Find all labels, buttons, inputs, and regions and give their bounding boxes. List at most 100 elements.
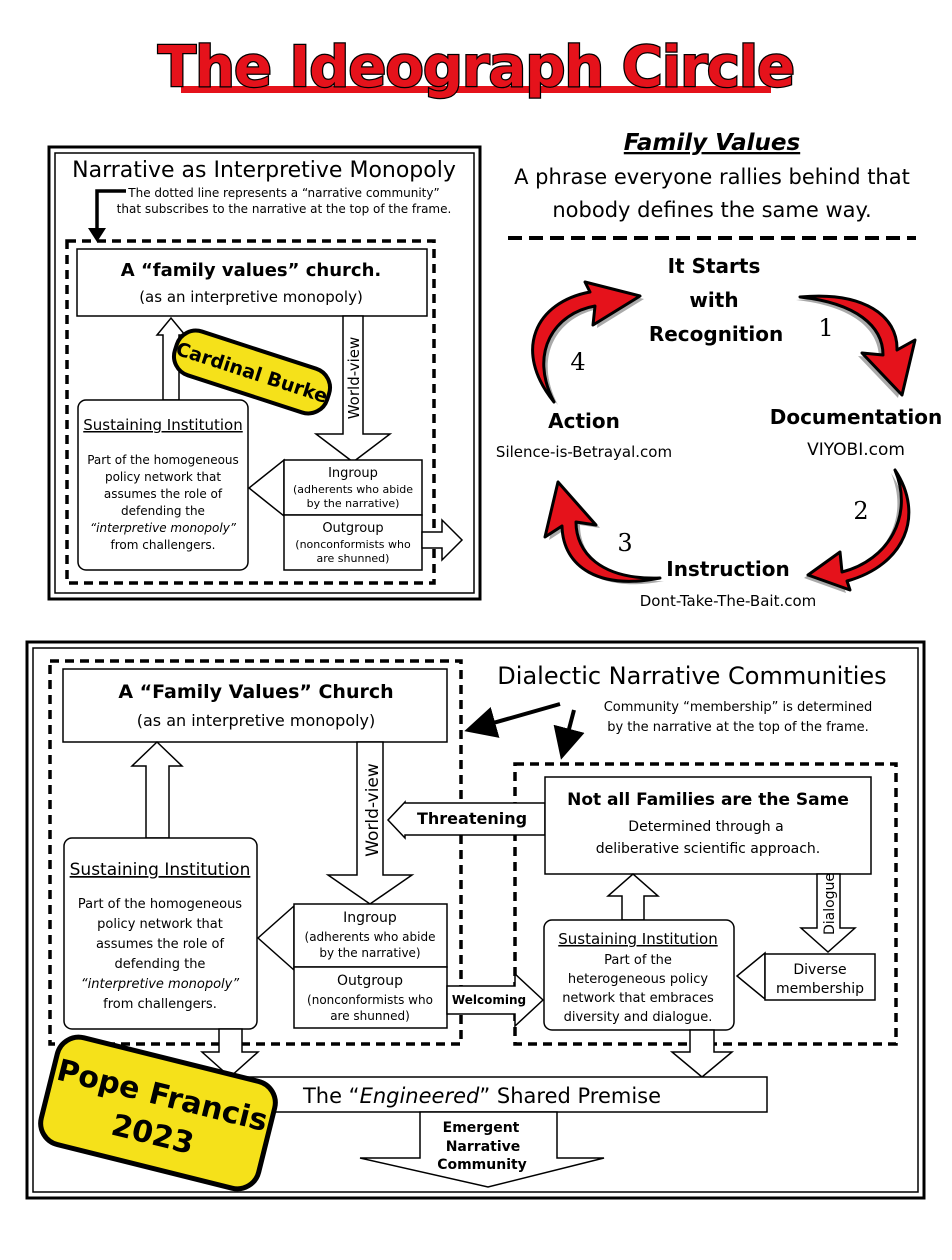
cycle-center-line: It Starts (668, 254, 761, 278)
worldview-label: World-view (345, 337, 363, 420)
cycle-arrow-1 (796, 294, 917, 398)
ingroup-line: by the narrative) (307, 497, 400, 510)
cycle-step-number: 3 (617, 529, 632, 557)
premise-pre: The “ (302, 1084, 360, 1108)
church-subtitle: (as an interpretive monopoly) (139, 288, 363, 306)
family-values-line2: nobody defines the same way. (552, 198, 871, 222)
pope-francis-badge: Pope Francis 2023 (38, 1034, 278, 1192)
church-subtitle: (as an interpretive monopoly) (137, 711, 376, 730)
poster-title: The Ideograph Circle (157, 34, 797, 102)
ingroup-line: (adherents who abide (305, 930, 436, 944)
badge-shape (38, 1034, 278, 1192)
worldview-down-arrow (313, 315, 393, 463)
monopoly-community-boundary (48, 659, 463, 1046)
cycle-step-number: 4 (570, 348, 585, 376)
cycle-step-number: 2 (853, 497, 868, 525)
family-values-section: Family Values A phrase everyone rallies … (508, 130, 916, 240)
sustaining-line: from challengers. (111, 538, 216, 552)
sustaining2-line: heterogeneous policy (568, 972, 709, 987)
sustaining-line: policy network that (105, 470, 221, 484)
arrow-shape (798, 294, 917, 397)
membership-pointer-left (464, 702, 561, 738)
note-pointer-arrowhead (88, 228, 106, 242)
cycle-center-line: Recognition (649, 322, 783, 346)
sustaining2-line: network that embraces (562, 991, 714, 1006)
cycle-step-label: Action (548, 409, 620, 433)
arrow-shape (531, 280, 642, 404)
emergent-line: Community (437, 1157, 527, 1173)
premise-down-arrow-left (200, 1028, 260, 1079)
not-all-families-line1: Determined through a (628, 819, 783, 835)
sustaining-title: Sustaining Institution (70, 860, 251, 880)
premise-emphasis: Engineered (360, 1084, 480, 1108)
dialectic-panel: Dialectic Narrative Communities Communit… (25, 640, 926, 1200)
not-all-families-box (544, 776, 872, 875)
membership-left-arrow (735, 951, 766, 1001)
dialectic-frame-outer (25, 640, 926, 1200)
sustaining-line: “interpretive monopoly” (81, 977, 239, 992)
ingroup-title: Ingroup (328, 466, 378, 481)
emergent-line: Emergent (443, 1120, 520, 1136)
diverse-membership-box (764, 953, 876, 1001)
sustaining-line: policy network that (97, 917, 223, 932)
emergent-line: Narrative (446, 1139, 521, 1155)
monopoly-frame-inner (54, 152, 475, 594)
shun-right-arrow (421, 518, 464, 562)
sustaining-line: defending the (121, 504, 205, 518)
sustaining2-line: Part of the (604, 953, 672, 968)
not-all-families-title: Not all Families are the Same (567, 790, 849, 810)
dialectic-title: Dialectic Narrative Communities (497, 662, 886, 690)
outgroup-line: (nonconformists who (295, 538, 411, 551)
monopoly-note-line2: that subscribes to the narrative at the … (117, 202, 452, 216)
title-underline (181, 86, 771, 93)
worldview-down-arrow (325, 741, 415, 905)
outgroup-line: are shunned) (317, 552, 390, 565)
badge-shape (172, 328, 332, 416)
church-box (62, 668, 448, 743)
dialectic-note-line2: by the narrative at the top of the frame… (607, 720, 869, 735)
cycle-arrow-2 (804, 468, 911, 593)
cycle-step-site: Silence-is-Betrayal.com (496, 443, 672, 461)
membership-pointer-down (553, 709, 585, 760)
support-up-arrow (130, 740, 184, 839)
sustaining2-line: diversity and dialogue. (564, 1010, 713, 1025)
premise-post: ” Shared Premise (479, 1084, 661, 1108)
church-box (76, 248, 428, 317)
ingroup-line: (adherents who abide (293, 483, 413, 496)
family-values-heading: Family Values (624, 130, 800, 156)
cycle-arrow-4 (531, 280, 644, 405)
outgroup-box (293, 966, 448, 1029)
cycle-step-label: Instruction (666, 557, 790, 581)
arrow-shape (806, 468, 911, 592)
cycle-center-line: with (689, 288, 738, 312)
monopoly-panel: Narrative as Interpretive Monopoly The d… (47, 145, 482, 601)
sustaining-line: Part of the homogeneous (78, 897, 242, 912)
outgroup-title: Outgroup (337, 973, 403, 989)
sustaining-line: assumes the role of (96, 937, 224, 952)
dialogue-down-arrow (799, 873, 857, 954)
monopoly-title: Narrative as Interpretive Monopoly (72, 158, 456, 183)
church-title: A “family values” church. (121, 260, 381, 281)
outgroup-title: Outgroup (322, 521, 383, 536)
dialogue-label: Dialogue (822, 873, 838, 935)
threatening-arrow (386, 800, 546, 840)
welcoming-label: Welcoming (452, 993, 526, 1007)
monopoly-frame-outer (47, 145, 482, 601)
sustaining-institution-box (63, 837, 258, 1030)
shared-premise-label: The “Engineered” Shared Premise (302, 1084, 661, 1108)
diverse-line: membership (776, 981, 864, 997)
arrow-shape (543, 480, 662, 583)
ingroup-box (283, 459, 423, 516)
not-all-families-line2: deliberative scientific approach. (596, 841, 821, 857)
cycle-step-site: VIYOBI.com (807, 440, 905, 460)
dialectic-note-line1: Community “membership” is determined (604, 700, 873, 715)
threatening-label: Threatening (417, 809, 527, 828)
ingroup-line: by the narrative) (319, 946, 420, 960)
cycle-arrow-3 (543, 480, 664, 585)
worldview-label: World-view (363, 763, 383, 857)
support-up-arrow-right (606, 873, 660, 921)
page-title: The Ideograph Circle (158, 35, 794, 100)
emergent-community-arrow (359, 1111, 605, 1188)
sustaining-institution-box (77, 399, 249, 571)
